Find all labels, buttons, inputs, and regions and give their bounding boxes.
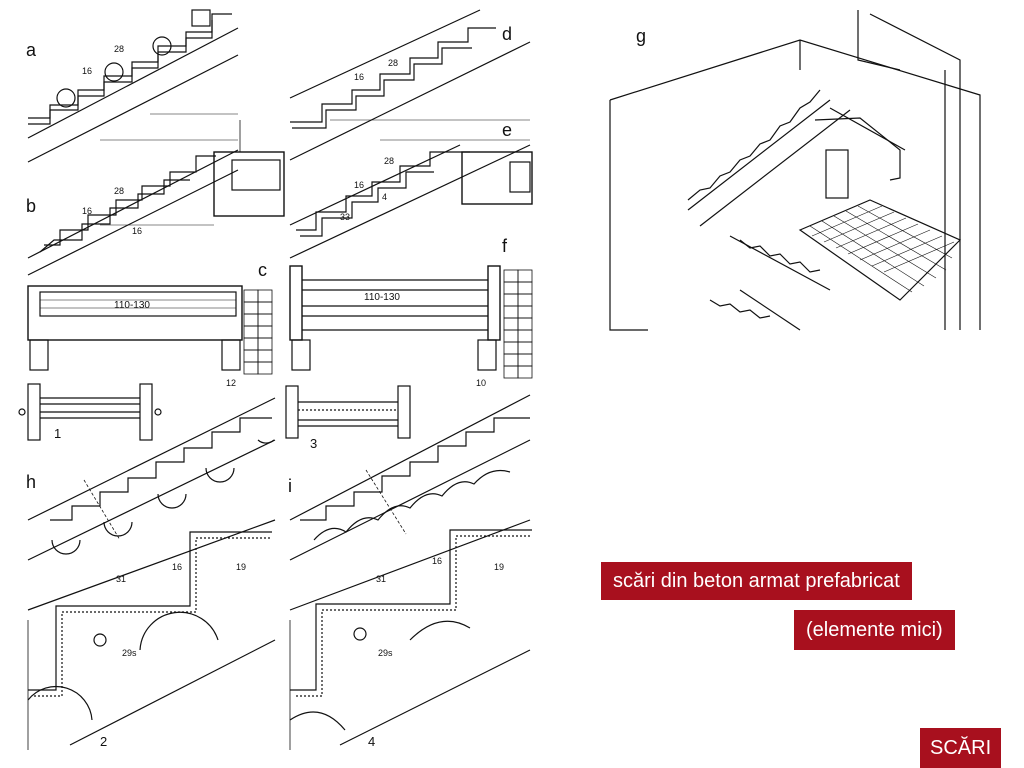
dim-e-slab: 4 bbox=[382, 192, 388, 202]
label-b: b bbox=[26, 196, 37, 216]
dim-b-slab: 16 bbox=[132, 226, 143, 236]
detail-c-drawing bbox=[27, 285, 273, 375]
dim-a-tread: 28 bbox=[114, 44, 125, 54]
detail-f-drawing bbox=[289, 265, 533, 379]
detail-h-drawing bbox=[27, 397, 276, 750]
dim-h-riser: 16 bbox=[172, 562, 183, 572]
dim-e-tread: 28 bbox=[384, 156, 395, 166]
stair-detail-svg bbox=[18, 9, 533, 750]
label-a: a bbox=[26, 40, 37, 60]
detail-3-drawing bbox=[285, 385, 411, 439]
dim-c-wall: 12 bbox=[226, 378, 237, 388]
label-4: 4 bbox=[368, 734, 376, 749]
detail-d-drawing bbox=[289, 9, 531, 161]
label-1: 1 bbox=[54, 426, 62, 441]
label-2: 2 bbox=[100, 734, 108, 749]
dim-i-riser: 16 bbox=[432, 556, 443, 566]
dim-b-riser: 16 bbox=[82, 206, 93, 216]
label-c: c bbox=[258, 260, 267, 280]
stairwell-isometric-view bbox=[600, 0, 1024, 340]
detail-e-drawing bbox=[289, 119, 533, 259]
dim-e-riser: 16 bbox=[354, 180, 365, 190]
dim-d-riser: 16 bbox=[354, 72, 365, 82]
caption-subtitle: (elemente mici) bbox=[794, 610, 955, 650]
dim-h-cover: 29s bbox=[122, 648, 137, 658]
dim-e-depth: 33 bbox=[340, 212, 351, 222]
label-d: d bbox=[502, 24, 513, 44]
dim-d-tread: 28 bbox=[388, 58, 399, 68]
dim-b-tread: 28 bbox=[114, 186, 125, 196]
label-3: 3 bbox=[310, 436, 318, 451]
label-h: h bbox=[26, 472, 37, 492]
stair-detail-drawings: a b c d e f h i 1 2 3 4 28 16 28 16 16 1… bbox=[18, 9, 533, 750]
dim-f-wall: 10 bbox=[476, 378, 487, 388]
dim-c-width: 110-130 bbox=[114, 300, 150, 311]
dim-h-depth: 19 bbox=[236, 562, 247, 572]
dim-i-depth: 19 bbox=[494, 562, 505, 572]
dim-i-cover: 29s bbox=[378, 648, 393, 658]
detail-b-drawing bbox=[27, 120, 285, 276]
dim-h-tread: 31 bbox=[116, 574, 127, 584]
label-e: e bbox=[502, 120, 513, 140]
dim-f-width: 110-130 bbox=[364, 292, 400, 303]
label-i: i bbox=[288, 476, 292, 496]
isometric-svg bbox=[609, 10, 981, 331]
label-f: f bbox=[502, 236, 508, 256]
dim-a-riser: 16 bbox=[82, 66, 93, 76]
label-g: g bbox=[636, 26, 647, 46]
caption-title: scări din beton armat prefabricat bbox=[601, 562, 912, 600]
section-badge: SCĂRI bbox=[920, 728, 1002, 768]
dim-i-tread: 31 bbox=[376, 574, 387, 584]
detail-a-drawing bbox=[27, 9, 239, 163]
detail-1-drawing bbox=[18, 383, 162, 441]
detail-i-drawing bbox=[289, 394, 532, 750]
